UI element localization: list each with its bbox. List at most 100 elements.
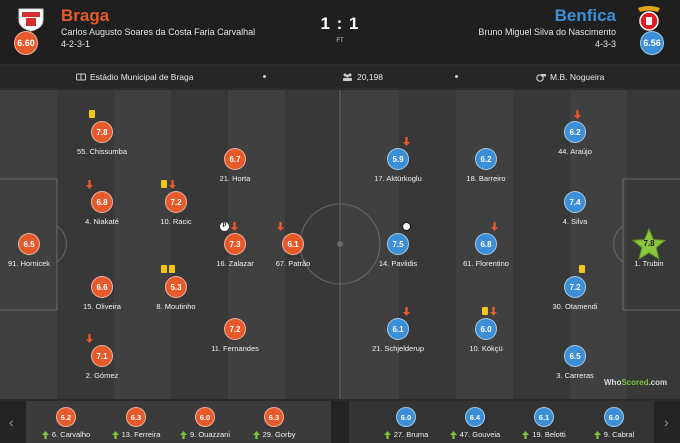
player-rating: 5.9	[387, 148, 409, 170]
sub-name: 19. Belotti	[532, 430, 566, 439]
arrow-down-icon	[403, 306, 410, 316]
arrow-down-icon	[86, 333, 93, 343]
player-home-st[interactable]: 6.1 67. Patrão	[253, 221, 333, 268]
player-away-lw[interactable]: 6.1 21. Schjelderup	[358, 306, 438, 353]
match-header: 6.60 Braga Carlos Augusto Soares da Cost…	[0, 0, 680, 64]
sub-home-4[interactable]: 6.3 29. Gorby	[239, 401, 309, 439]
player-away-cb1[interactable]: 7.4 4. Silva	[535, 191, 615, 226]
away-team-rating: 6.56	[640, 31, 664, 55]
player-away-rb[interactable]: 6.2 44. Araújo	[535, 109, 615, 156]
player-rating: 7.2	[224, 318, 246, 340]
arrow-up-icon	[111, 430, 119, 439]
sub-home-3[interactable]: 6.0 9. Ouazzani	[170, 401, 240, 439]
away-team-name[interactable]: Benfica	[554, 6, 616, 25]
player-name: 10. Kökçü	[469, 344, 503, 353]
arrow-down-icon	[403, 136, 410, 146]
chevron-left-icon[interactable]: ‹	[9, 414, 14, 430]
sub-away-3[interactable]: 6.1 19. Belotti	[509, 401, 579, 439]
player-away-lb[interactable]: 6.5 3. Carreras	[535, 345, 615, 380]
sub-rating: 6.1	[534, 407, 554, 427]
home-formation: 4-2-3-1	[61, 39, 91, 49]
match-info-bar: Estádio Municipal de Braga 20,198 M.B. N…	[0, 66, 680, 88]
whoscored-logo: WhoScored.com	[604, 378, 668, 387]
sub-rating: 6.0	[396, 407, 416, 427]
player-away-cm1[interactable]: 6.2 18. Barreiro	[446, 148, 526, 183]
player-home-am[interactable]: P 7.3 16. Zalazar	[195, 221, 275, 268]
whistle-icon	[536, 73, 546, 82]
sub-home-1[interactable]: 6.2 6. Carvalho	[31, 401, 101, 439]
player-name: 91. Hornicek	[7, 259, 51, 268]
player-home-lb[interactable]: 7.8 55. Chissumba	[62, 110, 142, 156]
player-name: 18. Barreiro	[466, 174, 506, 183]
crowd-icon	[343, 73, 352, 81]
player-home-dm2[interactable]: 5.3 8. Moutinho	[136, 265, 216, 311]
player-rating: 7.4	[564, 191, 586, 213]
away-manager: Bruno Miguel Silva do Nascimento	[478, 27, 616, 37]
sub-rating: 6.2	[56, 407, 76, 427]
match-status: FT	[336, 38, 344, 44]
player-home-gk[interactable]: 6.5 91. Hornicek	[0, 233, 69, 268]
arrow-down-icon	[491, 221, 498, 231]
player-rating: 6.7	[224, 148, 246, 170]
stadium-icon	[76, 73, 86, 81]
chevron-right-icon[interactable]: ›	[664, 414, 669, 430]
player-away-cb2[interactable]: 7.2 30. Otamendi	[535, 265, 615, 311]
sub-home-2[interactable]: 6.3 13. Ferreira	[101, 401, 171, 439]
player-name: 1. Trubin	[634, 259, 664, 268]
player-rating: 5.3	[165, 276, 187, 298]
player-name: 21. Horta	[219, 174, 251, 183]
yellow-card-icon	[161, 180, 167, 188]
player-home-dm1[interactable]: 7.2 10. Racic	[136, 179, 216, 226]
venue-label: Estádio Municipal de Braga	[90, 72, 194, 82]
arrow-up-icon	[383, 430, 391, 439]
player-rating: 6.5	[564, 345, 586, 367]
sub-name: 29. Gorby	[262, 430, 296, 439]
player-home-lm[interactable]: 6.7 21. Horta	[195, 148, 275, 183]
player-name: 15. Oliveira	[83, 302, 121, 311]
sub-away-1[interactable]: 6.0 27. Bruma	[371, 401, 441, 439]
arrow-up-icon	[252, 430, 260, 439]
sub-name: 13. Ferreira	[121, 430, 161, 439]
player-home-cb2[interactable]: 6.6 15. Oliveira	[62, 276, 142, 311]
player-rating: 6.1	[282, 233, 304, 255]
yellow-card-icon	[161, 265, 167, 273]
player-home-cb1[interactable]: 6.8 4. Niakaté	[62, 179, 142, 226]
player-away-gk[interactable]: 7.8 1. Trubin	[609, 227, 680, 268]
sub-rating: 6.3	[126, 407, 146, 427]
home-team-name[interactable]: Braga	[61, 6, 110, 25]
separator-dot	[455, 75, 458, 78]
arrow-down-icon	[231, 221, 238, 231]
attendance-value: 20,198	[357, 72, 383, 82]
braga-crest-icon	[18, 8, 44, 32]
player-rating: 7.5	[387, 233, 409, 255]
player-name: 4. Silva	[562, 217, 588, 226]
player-rating: 6.2	[564, 121, 586, 143]
player-home-rb[interactable]: 7.1 2. Gómez	[62, 333, 142, 380]
player-rating: 6.0	[475, 318, 497, 340]
arrow-down-icon	[86, 179, 93, 189]
player-rating: 6.2	[475, 148, 497, 170]
player-name: 11. Fernandes	[211, 344, 259, 353]
player-away-cm2[interactable]: 6.8 61. Florentino	[446, 221, 526, 268]
player-away-rw[interactable]: 5.9 17. Aktürkoglu	[358, 136, 438, 183]
player-rating: 6.6	[91, 276, 113, 298]
sub-name: 6. Carvalho	[51, 430, 91, 439]
sub-away-2[interactable]: 6.4 47. Gouveia	[440, 401, 510, 439]
away-formation: 4-3-3	[594, 39, 616, 49]
player-rating: 6.8	[475, 233, 497, 255]
player-name: 16. Zalazar	[216, 259, 254, 268]
sub-away-4[interactable]: 6.0 9. Cabral	[579, 401, 649, 439]
away-substitutes: 6.0 27. Bruma 6.4 47. Gouveia 6.1 19. Be…	[349, 401, 654, 443]
sub-name: 9. Ouazzani	[189, 430, 231, 439]
substitutes-bar: ‹ 6.2 6. Carvalho 6.3 13. Ferreira 6.0 9…	[0, 401, 680, 443]
player-name: 14. Pavlidis	[378, 259, 418, 268]
arrow-up-icon	[449, 430, 457, 439]
player-rating: 6.5	[18, 233, 40, 255]
sub-name: 47. Gouveia	[459, 430, 501, 439]
player-rating: 7.8	[643, 239, 655, 248]
attendance: 20,198	[342, 72, 383, 82]
player-away-st[interactable]: 7.5 14. Pavlidis	[358, 221, 438, 268]
player-away-cm3[interactable]: 6.0 10. Kökçü	[446, 306, 526, 353]
player-home-rm[interactable]: 7.2 11. Fernandes	[195, 318, 275, 353]
